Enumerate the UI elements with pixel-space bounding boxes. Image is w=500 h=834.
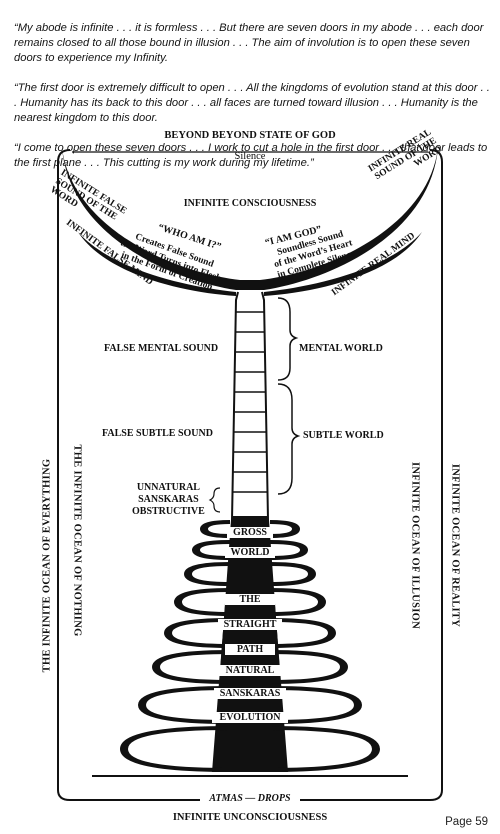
- bell-layer: [270, 650, 348, 684]
- left-outer-label: THE INFINITE OCEAN OF EVERYTHING: [41, 458, 53, 673]
- unnatural-sanskaras-label: UNNATURAL SANSKARAS OBSTRUCTIVE: [132, 482, 205, 517]
- quote-paragraph: “I come to open these seven doors . . . …: [14, 142, 488, 169]
- subtle-world-brace: [277, 383, 301, 495]
- bottom-title: INFINITE UNCONSCIOUSNESS: [172, 812, 328, 823]
- bell-layer: [152, 650, 230, 684]
- bell-layer: [270, 562, 316, 586]
- outer-frame-right: [300, 149, 443, 801]
- bell-layer: [270, 588, 326, 616]
- bell-layer: [184, 562, 230, 586]
- bell-layer: [270, 618, 336, 648]
- path-word: SANSKARAS: [214, 688, 286, 699]
- top-title: BEYOND BEYOND STATE OF GOD: [164, 130, 336, 141]
- right-outer-label: INFINITE OCEAN OF REALITY: [449, 463, 461, 628]
- false-subtle-sound-label: FALSE SUBTLE SOUND: [102, 428, 213, 439]
- unnatural-brace: [208, 487, 221, 513]
- page-number: Page 59: [445, 816, 488, 828]
- right-inner-label: INFINITE OCEAN OF ILLUSION: [409, 462, 421, 629]
- path-word: EVOLUTION: [212, 712, 288, 723]
- bell-layer: [270, 540, 308, 560]
- mental-world-label: MENTAL WORLD: [299, 343, 383, 354]
- bell-layer: [174, 588, 230, 616]
- path-word: WORLD: [225, 547, 275, 558]
- bell-layer: [200, 520, 230, 538]
- bell-layer: [270, 520, 300, 538]
- mental-world-brace: [277, 297, 299, 381]
- path-word: THE: [225, 594, 275, 605]
- path-word: GROSS: [227, 527, 273, 538]
- quote-block: “My abode is infinite . . . it is formle…: [14, 6, 494, 186]
- quote-paragraph: “My abode is infinite . . . it is formle…: [14, 22, 484, 64]
- path-word: PATH: [225, 644, 275, 655]
- outer-frame-left: [57, 149, 200, 801]
- bell-layer: [164, 618, 230, 648]
- false-mental-sound-label: FALSE MENTAL SOUND: [104, 343, 219, 354]
- ladder-rungs: [233, 311, 267, 493]
- atmas-drops-label: ATMAS — DROPS: [209, 793, 291, 804]
- infinite-consciousness-label: INFINITE CONSCIOUSNESS: [183, 198, 317, 209]
- bell-layer: [192, 540, 230, 560]
- subtle-world-label: SUBTLE WORLD: [303, 430, 384, 441]
- left-inner-label: THE INFINITE OCEAN OF NOTHING: [71, 444, 83, 637]
- silence-label: Silence: [234, 151, 266, 162]
- path-word: NATURAL: [218, 665, 282, 676]
- quote-paragraph: “The first door is extremely difficult t…: [14, 82, 490, 124]
- path-word: STRAIGHT: [218, 619, 282, 630]
